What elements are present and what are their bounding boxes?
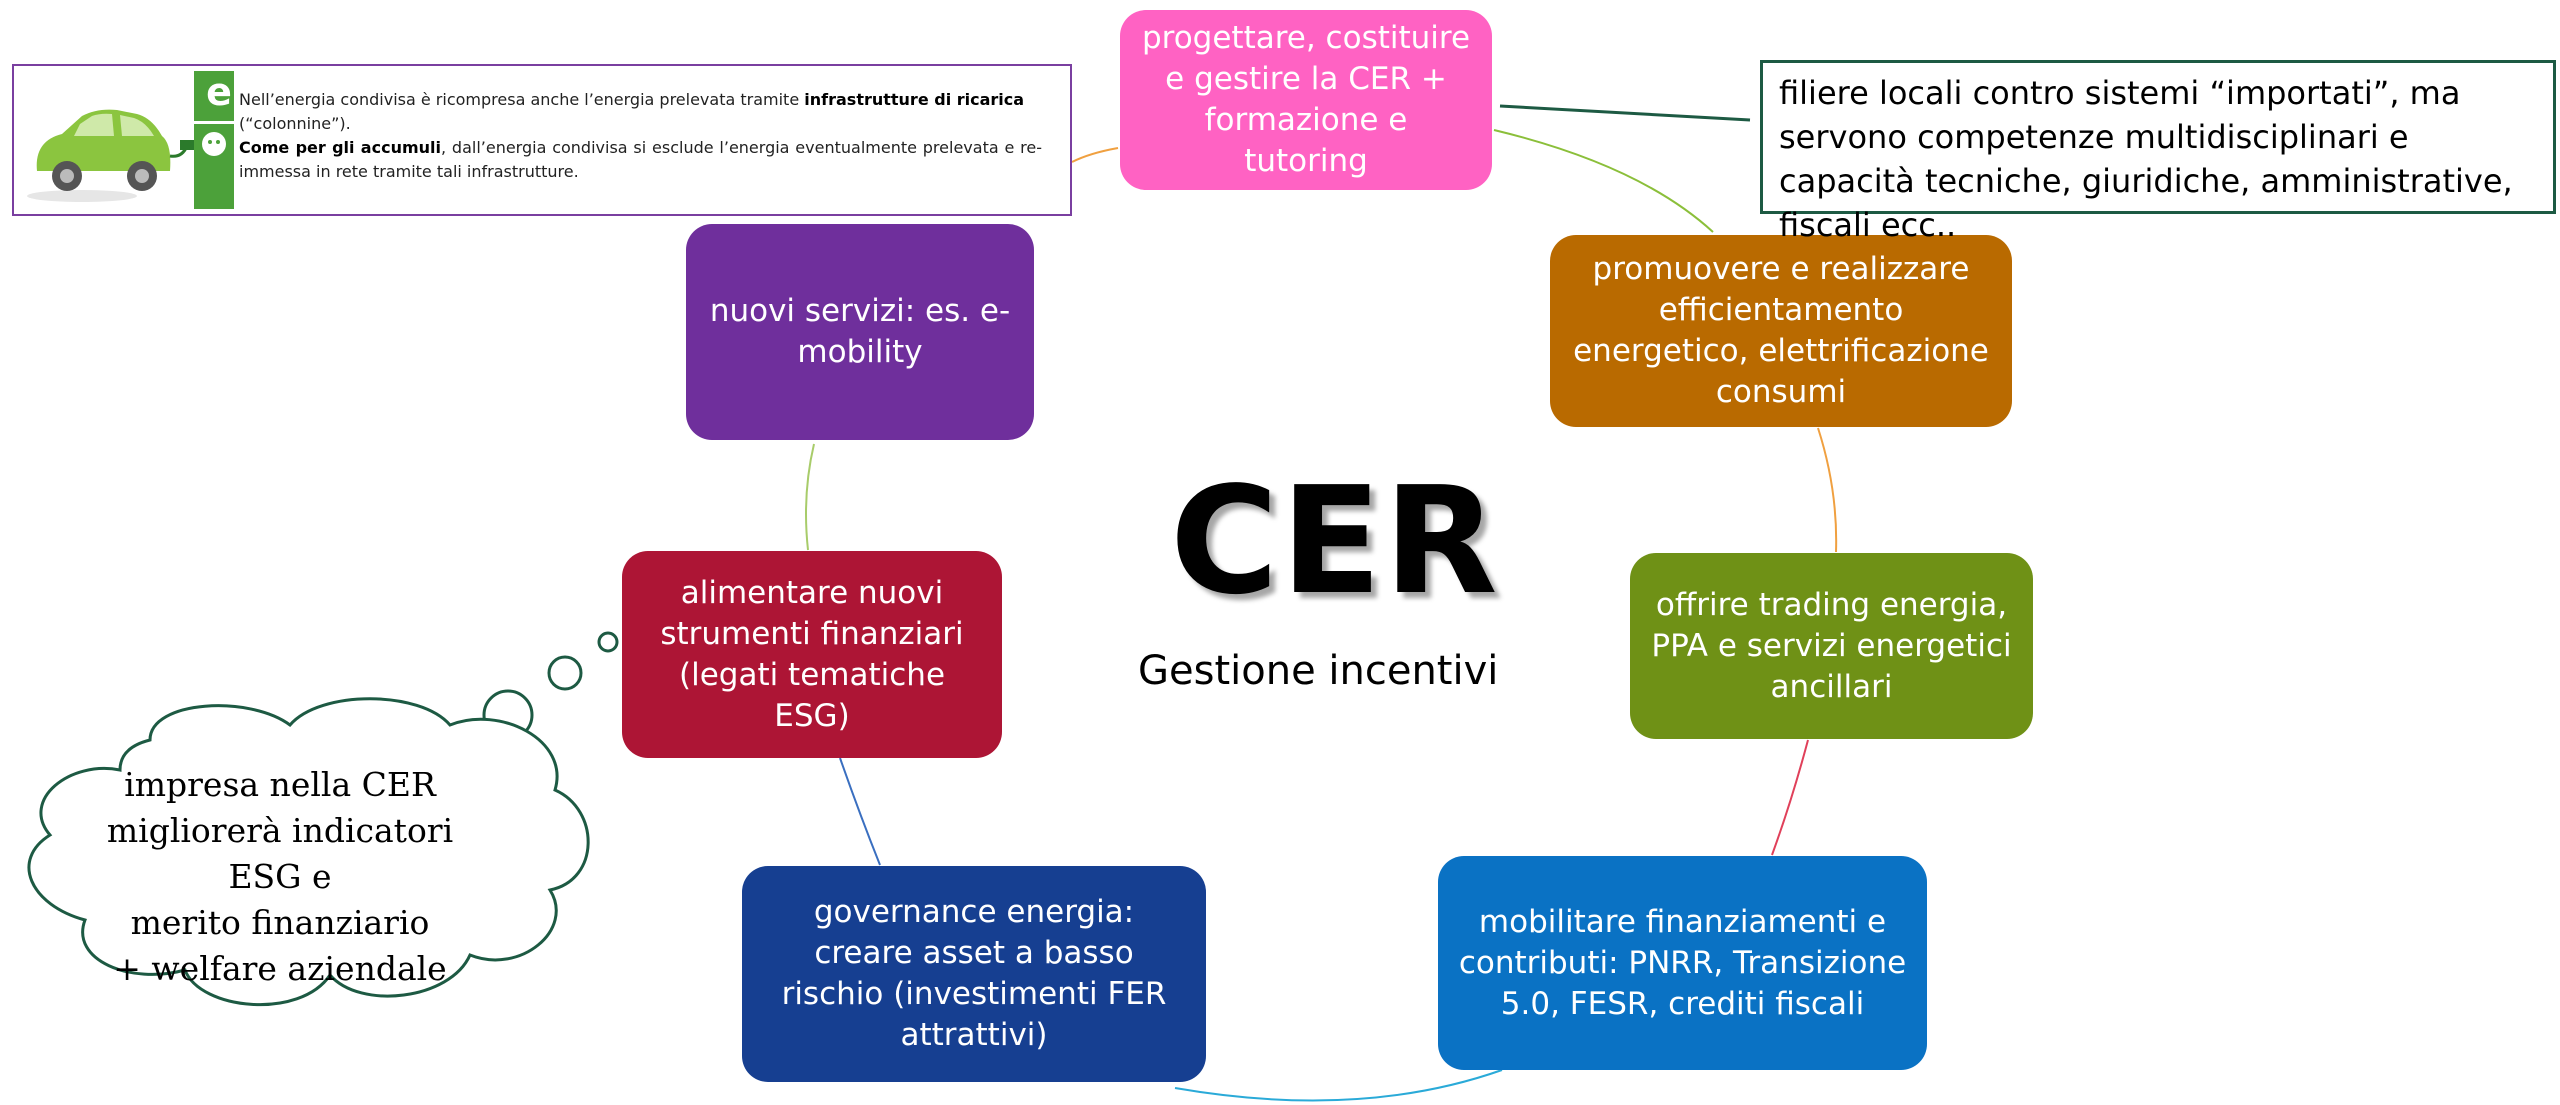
arc-progettare-promuovere [1493,129,1714,233]
node-promuovere-label: promuovere e realizzare efficientamento … [1573,251,1989,410]
central-subtitle: Gestione incentivi [1138,648,1499,694]
ev-charging-info-box: e Nell’energia condivisa è ricompresa an… [12,64,1072,216]
info-line3-bold: Come per gli accumuli [239,138,441,157]
node-governance: governance energia: creare asset a basso… [742,866,1206,1082]
arc-promuovere-trading [1817,427,1838,553]
cloud-line1: impresa nella CER [124,765,436,804]
cloud-line2: migliorerà indicatori ESG e [106,811,454,896]
node-servizi: nuovi servizi: es. e-mobility [686,224,1034,440]
arc-info-progettare [1071,147,1119,163]
cloud-text: impresa nella CER migliorerà indicatori … [80,762,480,992]
node-progettare: progettare, costituire e gestire la CER … [1120,10,1492,190]
node-trading-label: offrire trading energia, PPA e servizi e… [1651,586,2012,705]
node-alimentare: alimentare nuovi strumenti finanziari (l… [622,551,1002,758]
note-box: filiere locali contro sistemi “importati… [1760,60,2556,244]
node-alimentare-label: alimentare nuovi strumenti finanziari (l… [660,574,964,734]
node-mobilitare: mobilitare finanziamenti e contributi: P… [1438,856,1927,1070]
thought-cloud [27,697,590,1007]
cloud-line4: + welfare aziendale [113,949,447,988]
electric-car-icon [27,71,234,209]
node-servizi-label: nuovi servizi: es. e-mobility [709,293,1011,370]
note-connector [1499,104,1751,122]
info-line3: , dall’energia condivisa si esclude l’en… [239,138,1042,181]
note-text: filiere locali contro sistemi “importati… [1779,74,2513,244]
central-title: CER [1170,455,1500,627]
node-promuovere: promuovere e realizzare efficientamento … [1550,235,2012,427]
arc-servizi-alimentare [805,443,815,551]
info-line1: Nell’energia condivisa è ricompresa anch… [239,90,805,109]
info-line1-bold: infrastrutture di ricarica [804,90,1025,109]
station-letter: e [206,70,232,114]
arc-trading-mobilitare [1771,739,1809,856]
thought-bubble-medium [547,655,583,691]
arc-alimentare-governance [839,757,881,866]
node-progettare-label: progettare, costituire e gestire la CER … [1141,20,1471,179]
node-mobilitare-label: mobilitare finanziamenti e contributi: P… [1458,903,1907,1022]
node-trading: offrire trading energia, PPA e servizi e… [1630,553,2033,739]
ev-info-text: Nell’energia condivisa è ricompresa anch… [239,88,1042,184]
info-line2: (“colonnine”). [239,114,351,133]
arc-mobilitare-governance [1174,1069,1503,1102]
thought-bubble-small [597,631,619,653]
cloud-line3: merito finanziario [130,903,430,942]
node-governance-label: governance energia: creare asset a basso… [781,894,1167,1053]
